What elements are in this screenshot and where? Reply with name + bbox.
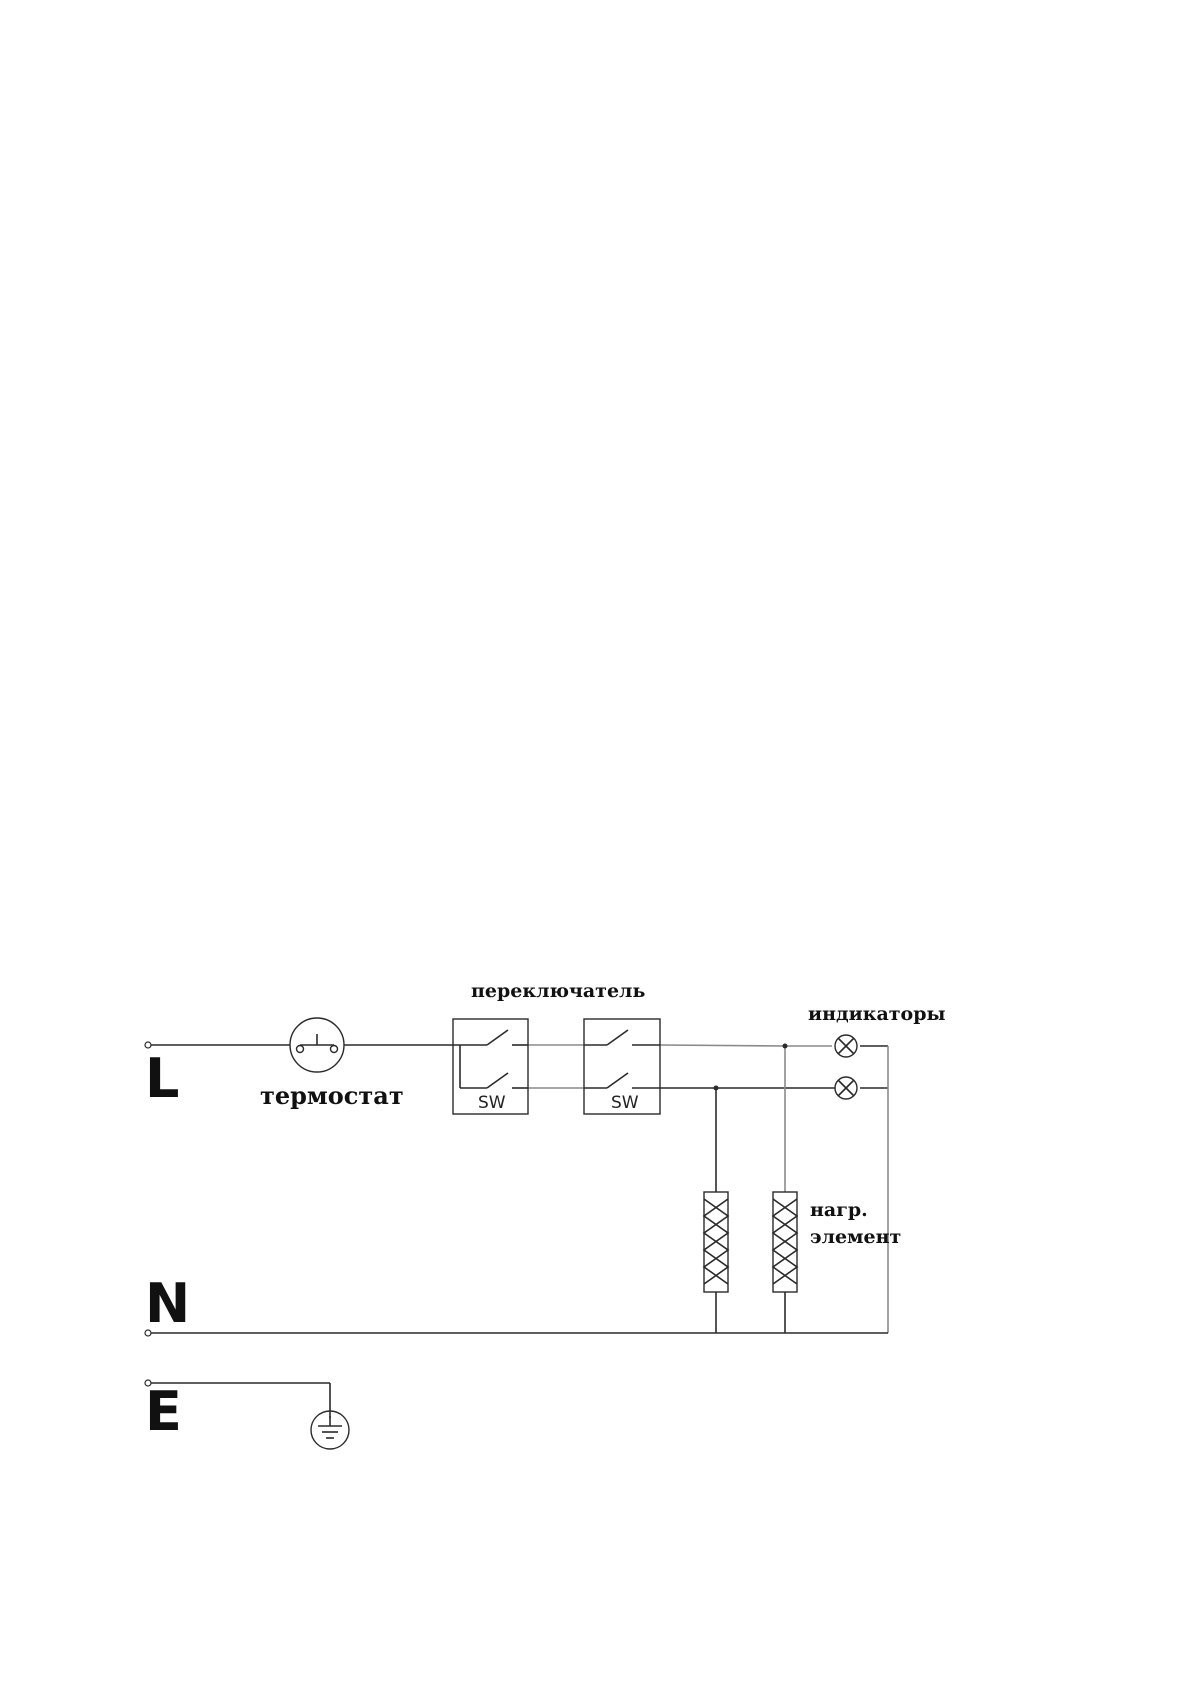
indicator-lamp-icon xyxy=(834,1034,858,1058)
junction-node xyxy=(782,1043,788,1049)
switch-label: переключатель xyxy=(471,980,645,1002)
indicator-lamp-icon xyxy=(834,1076,858,1100)
line-label-L: L xyxy=(145,1047,179,1110)
heating-element-label-line2: элемент xyxy=(810,1226,901,1248)
heating-element-1 xyxy=(702,1191,730,1333)
terminal-L xyxy=(144,1041,152,1049)
switch-2: SW xyxy=(583,1018,661,1115)
output-wires xyxy=(659,1044,889,1333)
line-label-E: E xyxy=(145,1380,182,1443)
thermostat-label: термостат xyxy=(260,1081,404,1110)
live-wire xyxy=(151,1029,528,1089)
junction-node xyxy=(713,1085,719,1091)
earth-wire xyxy=(151,1382,331,1418)
ground-icon xyxy=(310,1410,350,1450)
thermostat-symbol xyxy=(289,1017,345,1073)
line-label-N: N xyxy=(145,1272,190,1335)
indicators-label: индикаторы xyxy=(808,1003,946,1025)
heating-element-2 xyxy=(771,1191,799,1333)
switch-1: SW xyxy=(452,1018,529,1115)
switch-1-text: SW xyxy=(478,1093,506,1113)
switch-interconnect xyxy=(528,1029,660,1089)
terminal-N xyxy=(144,1329,152,1337)
heating-element-label-line1: нагр. xyxy=(810,1199,868,1221)
switch-2-text: SW xyxy=(611,1093,639,1113)
terminal-E xyxy=(144,1379,152,1387)
